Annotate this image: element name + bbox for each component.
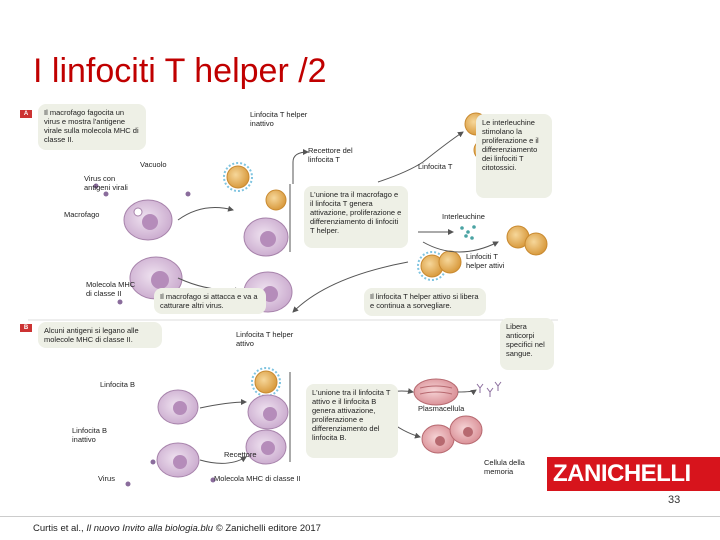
label-mhc2-a: Molecola MHC di classe II xyxy=(86,280,136,298)
credit-suffix: © Zanichelli editore 2017 xyxy=(213,523,321,534)
label-receptor: Recettore xyxy=(224,450,257,459)
viruses-b xyxy=(125,459,216,487)
page-title: I linfociti T helper /2 xyxy=(33,52,327,90)
t-helper-active-cells xyxy=(417,225,548,281)
label-b-inactive: Linfocita B inattivo xyxy=(72,426,108,444)
panel-b-tag: B xyxy=(20,324,32,332)
credit-prefix: Curtis et al., xyxy=(33,523,87,534)
b-cell-1 xyxy=(157,389,199,425)
panel-a-box-released: Il linfocita T helper attivo si libera e… xyxy=(364,288,486,316)
immune-diagram: A Il macrofago fagocita un virus e mostr… xyxy=(20,102,558,494)
t-helper-inactive xyxy=(223,162,253,192)
source-credit: Curtis et al., Il nuovo Invito alla biol… xyxy=(33,523,321,534)
label-vacuole: Vacuolo xyxy=(140,160,167,169)
macrophage-1 xyxy=(123,199,173,241)
panel-b-box-antibodies: Libera anticorpi specifici nel sangue. xyxy=(500,318,554,370)
label-plasma: Plasmacellula xyxy=(418,404,465,413)
panel-a-box-macrophage: Il macrofago fagocita un virus e mostra … xyxy=(38,104,146,150)
panel-b-box-union: L'unione tra il linfocita T attivo e il … xyxy=(306,384,398,458)
panel-a-box-attach: Il macrofago si attacca e va a catturare… xyxy=(154,288,266,314)
memory-cells xyxy=(421,415,483,454)
antibodies xyxy=(476,381,502,397)
label-mhc2-b: Molecola MHC di classe II xyxy=(214,474,301,483)
panel-a-tag: A xyxy=(20,110,32,118)
publisher-logo: ZANICHELLI xyxy=(547,457,720,491)
credit-title: Il nuovo Invito alla biologia.blu xyxy=(86,523,214,534)
label-interleukins: Interleuchine xyxy=(442,212,485,221)
panel-b-box-antigens: Alcuni antigeni si legano alle molecole … xyxy=(38,322,162,348)
b-cell-4 xyxy=(245,429,287,465)
label-b-cell: Linfocita B xyxy=(100,380,136,389)
b-t-helper-active xyxy=(251,367,281,397)
page-number: 33 xyxy=(668,494,681,506)
panel-a-box-interleukins: Le interleuchine stimolano la proliferaz… xyxy=(476,114,552,198)
plasma-cell xyxy=(413,378,459,406)
label-virus-antigens: Virus con antigeni virali xyxy=(84,174,128,192)
label-memory: Cellula della memoria xyxy=(484,458,525,476)
interleukin-dots xyxy=(460,225,476,240)
label-t-cell: Linfocita T xyxy=(418,162,453,171)
panel-a-box-union: L'unione tra il macrofago e il linfocita… xyxy=(304,186,408,248)
label-macrophage: Macrofago xyxy=(64,210,100,219)
label-th-inactive: Linfocita T helper inattivo xyxy=(250,110,308,128)
b-cell-2 xyxy=(156,442,200,478)
label-b-th-active: Linfocita T helper attivo xyxy=(236,330,294,348)
label-th-active: Linfociti T helper attivi xyxy=(466,252,505,270)
label-virus: Virus xyxy=(98,474,115,483)
b-cell-3 xyxy=(247,394,289,430)
footer-divider xyxy=(0,516,720,517)
macrophage-3 xyxy=(243,189,289,257)
label-receptor-t: Recettore del linfocita T xyxy=(308,146,353,164)
